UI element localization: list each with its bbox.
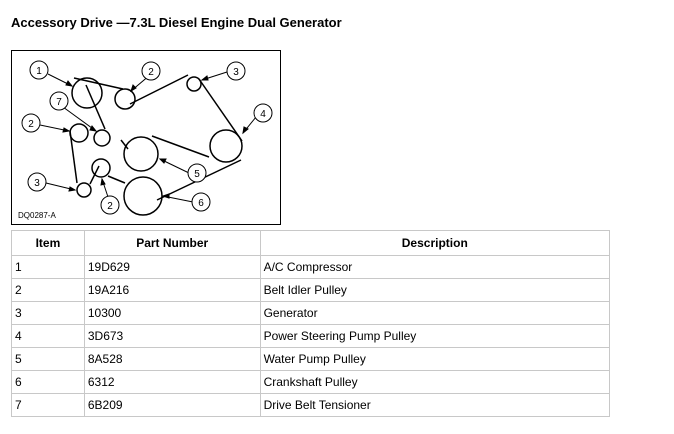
header-description: Description (259, 230, 611, 256)
cell-part-number: 6B209 (83, 393, 261, 417)
callout-label: 2 (28, 119, 34, 130)
header-part-number: Part Number (83, 230, 261, 256)
page-title: Accessory Drive —7.3L Diesel Engine Dual… (11, 15, 342, 30)
cell-item: 7 (11, 393, 85, 417)
callout-label: 3 (34, 178, 40, 189)
callout-circle (226, 61, 246, 81)
cell-description: Crankshaft Pulley (259, 370, 611, 394)
belt-diagram-svg: 1 2 3 4 2 7 5 3 2 6 (21, 60, 273, 216)
header-item: Item (11, 230, 85, 256)
cell-description: Water Pump Pulley (259, 347, 611, 371)
callout-circle (253, 103, 273, 123)
cell-part-number: 10300 (83, 301, 261, 325)
cell-description: Generator (259, 301, 611, 325)
table-header-row: Item Part Number Description (11, 230, 611, 256)
callout-circle (187, 163, 207, 183)
belt-segment (198, 78, 243, 142)
callout-circle (21, 113, 41, 133)
callout-label: 1 (36, 66, 42, 77)
cell-description: Power Steering Pump Pulley (259, 324, 611, 348)
crankshaft-pulley (123, 176, 163, 216)
parts-table: Item Part Number Description 1 19D629 A/… (11, 230, 611, 417)
table-row: 2 19A216 Belt Idler Pulley (11, 278, 611, 302)
cell-item: 3 (11, 301, 85, 325)
table-row: 1 19D629 A/C Compressor (11, 255, 611, 279)
callout-label: 2 (148, 67, 154, 78)
callout-label: 2 (107, 201, 113, 212)
cell-item: 6 (11, 370, 85, 394)
callout-circle (100, 195, 120, 215)
idler-pulley-bottom (91, 158, 111, 178)
figure-id: DQ0287-A (18, 211, 56, 220)
table-row: 3 10300 Generator (11, 301, 611, 325)
belt-segment (151, 135, 210, 158)
generator-pulley-top (186, 76, 202, 92)
tensioner-pulley (93, 129, 111, 147)
ac-compressor-pulley (71, 77, 103, 109)
cell-part-number: 3D673 (83, 324, 261, 348)
generator-pulley-bottom (76, 182, 92, 198)
callout-circle (191, 192, 211, 212)
cell-part-number: 19A216 (83, 278, 261, 302)
belt-routing-diagram: 1 2 3 4 2 7 5 3 2 6 DQ0287-A (11, 50, 281, 225)
table-row: 7 6B209 Drive Belt Tensioner (11, 393, 611, 417)
cell-item: 1 (11, 255, 85, 279)
cell-part-number: 8A528 (83, 347, 261, 371)
table-row: 5 8A528 Water Pump Pulley (11, 347, 611, 371)
belt-segment (85, 84, 106, 130)
cell-description: Drive Belt Tensioner (259, 393, 611, 417)
cell-item: 4 (11, 324, 85, 348)
belt-segment (107, 175, 126, 184)
belt-segment (120, 139, 129, 150)
callout-circle (49, 91, 69, 111)
cell-part-number: 6312 (83, 370, 261, 394)
callout-label: 6 (198, 198, 204, 209)
callout-circle (141, 61, 161, 81)
power-steering-pulley (209, 129, 243, 163)
water-pump-pulley (123, 136, 159, 172)
callout-label: 3 (233, 67, 239, 78)
belt-segment (129, 74, 189, 105)
table-row: 6 6312 Crankshaft Pulley (11, 370, 611, 394)
cell-item: 5 (11, 347, 85, 371)
idler-pulley-left (69, 123, 89, 143)
table-row: 4 3D673 Power Steering Pump Pulley (11, 324, 611, 348)
cell-part-number: 19D629 (83, 255, 261, 279)
callout-label: 5 (194, 169, 200, 180)
cell-item: 2 (11, 278, 85, 302)
idler-pulley-top (114, 88, 136, 110)
belt-segment (69, 130, 78, 184)
callout-label: 4 (260, 109, 266, 120)
cell-description: Belt Idler Pulley (259, 278, 611, 302)
callout-label: 7 (56, 97, 62, 108)
callout-circle (27, 172, 47, 192)
cell-description: A/C Compressor (259, 255, 611, 279)
callout-circle (29, 60, 49, 80)
